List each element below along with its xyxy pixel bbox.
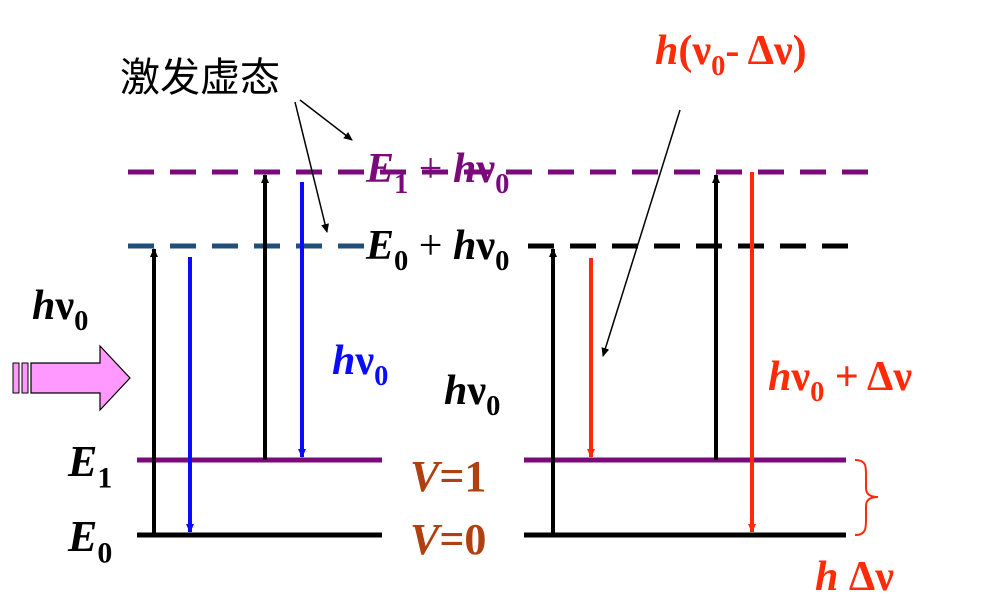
vibrational-v1-label: V=1 xyxy=(410,452,487,501)
incident-photon-label: hν0 xyxy=(32,283,89,337)
e1-virtual-label: E1 + hν0 xyxy=(366,146,510,200)
pointer-to-e1-virtual xyxy=(299,99,353,141)
raman-incident-photon-label: hν0 xyxy=(444,368,501,422)
rayleigh-photon-label: hν0 xyxy=(332,338,389,392)
pointer-to-stokes xyxy=(601,109,681,357)
incident-light-arrow-icon xyxy=(12,344,131,412)
e0-virtual-label: E0 + hν0 xyxy=(366,223,510,277)
raman-shift-label: h Δν xyxy=(815,554,894,600)
vibrational-v0-label: V=0 xyxy=(410,515,487,564)
excited-virtual-state-label: 激发虚态 xyxy=(120,55,280,101)
anti-stokes-photon-label: hν0 + Δν xyxy=(768,354,913,408)
pointer-to-e0-virtual xyxy=(294,101,329,233)
vibrational-spacing-brace xyxy=(854,459,879,536)
level-e0-label: E0 xyxy=(68,512,113,570)
level-e1-label: E1 xyxy=(68,437,113,495)
stokes-photon-label: h(ν0- Δν) xyxy=(655,28,807,82)
